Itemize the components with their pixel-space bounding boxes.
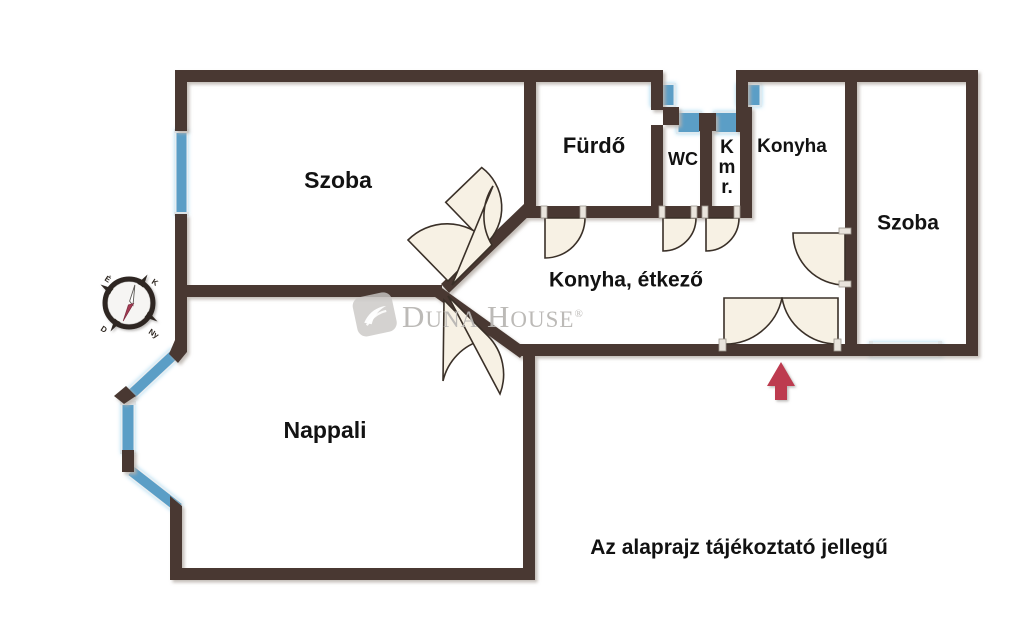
- wall-konyha-etkezo-south: [519, 344, 845, 356]
- compass-label-north: É: [103, 274, 113, 285]
- wall-east-exterior: [966, 70, 978, 355]
- wall-west-lower: [175, 214, 187, 352]
- wall-kamra-east: [740, 125, 752, 218]
- compass-label-south: D: [99, 324, 109, 335]
- door-nappali-double: [442, 295, 505, 396]
- wall-top-right: [736, 70, 978, 110]
- wall-bay-corner-top: [169, 340, 187, 363]
- door-szoba1-double-leaves: [406, 185, 494, 286]
- compass-rose: É K D Ny: [99, 274, 161, 340]
- watermark-house-rest: OUSE: [510, 307, 574, 332]
- room-label-kamra: K m r.: [719, 137, 736, 198]
- wall-furdo-west: [524, 76, 536, 218]
- wall-top-left: [175, 70, 663, 131]
- room-label-wc: WC: [668, 149, 698, 169]
- window-szoba1-west: [174, 129, 189, 216]
- watermark-logo-icon: [352, 292, 397, 337]
- door-szoba2: [792, 227, 852, 288]
- room-label-nappali: Nappali: [283, 417, 366, 443]
- room-label-furdo: Fürdő: [563, 133, 625, 158]
- watermark-text: DUNA HOUSE®: [402, 299, 584, 334]
- wall-bay-corner-upper: [114, 386, 136, 404]
- door-szoba1-double: [444, 166, 503, 246]
- wall-konyha-szoba2-divider: [845, 76, 857, 356]
- window-notch-right: [713, 111, 739, 134]
- watermark-registered-mark: ®: [574, 308, 583, 320]
- watermark-duna-rest: UNA: [425, 307, 478, 332]
- room-label-kamra-line-1: K: [720, 137, 734, 158]
- wall-furdo-east: [651, 125, 663, 218]
- doors-layer: [406, 166, 852, 396]
- wall-nappali-south: [170, 568, 535, 580]
- wall-notch-left-vertical: [651, 70, 663, 110]
- window-notch-left: [676, 111, 702, 134]
- room-label-kamra-line-2: m: [719, 157, 736, 178]
- window-bay-lower: [126, 465, 184, 514]
- compass-label-east: K: [150, 277, 160, 288]
- wall-bay-corner-bottom: [170, 496, 182, 580]
- wall-szoba2-south: [845, 344, 978, 356]
- door-entry-double: [718, 297, 842, 352]
- watermark-duna-d: D: [402, 299, 425, 334]
- wall-furdo-south: [524, 206, 663, 218]
- door-kamra: [701, 205, 741, 252]
- window-bay-upper: [126, 347, 181, 400]
- wall-notch-left-stub: [663, 107, 679, 125]
- watermark: DUNA HOUSE®: [352, 292, 584, 337]
- disclaimer-text: Az alaprajz tájékoztató jellegű: [590, 536, 888, 559]
- room-label-konyha: Konyha: [757, 136, 827, 157]
- door-wc: [658, 205, 698, 252]
- entrance-arrow: [767, 362, 795, 400]
- wall-szoba1-nappali-divider: [187, 285, 442, 297]
- room-label-szoba-2: Szoba: [877, 212, 939, 235]
- wall-nappali-east: [523, 350, 535, 580]
- wall-bay-corner-lower: [122, 450, 134, 472]
- room-label-szoba-1: Szoba: [304, 167, 372, 193]
- room-label-konyha-etkezo: Konyha, étkező: [549, 269, 703, 292]
- watermark-house-h: H: [487, 299, 510, 334]
- door-furdo: [540, 205, 587, 259]
- wall-wc-east: [700, 125, 712, 218]
- room-labels-layer: Szoba Nappali Fürdő WC Konyha Konyha, ét…: [283, 133, 939, 443]
- room-label-kamra-line-3: r.: [721, 177, 733, 198]
- window-bay-middle: [120, 401, 136, 454]
